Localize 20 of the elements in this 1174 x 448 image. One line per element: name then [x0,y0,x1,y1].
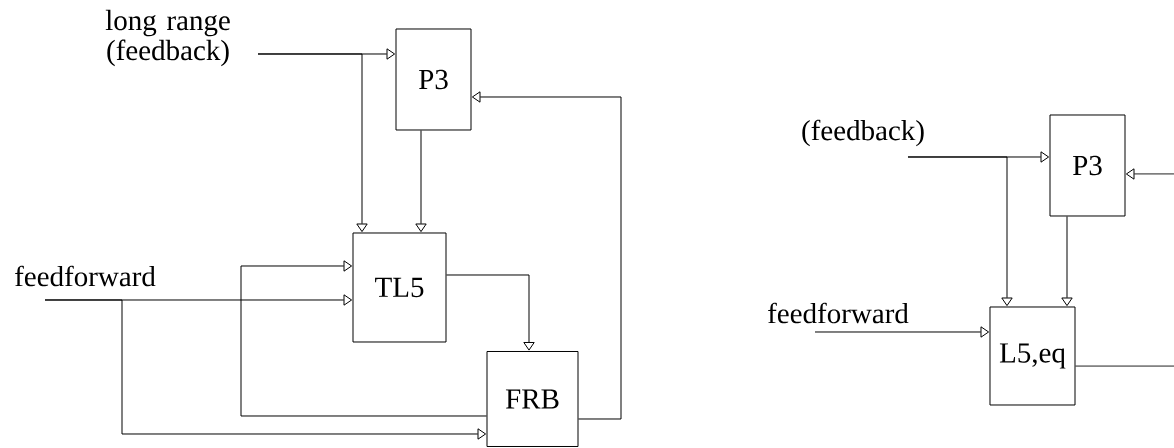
connector [907,156,1013,307]
block-box: FRB [486,351,579,447]
connector [257,53,368,233]
connector [1125,168,1174,180]
connector [1075,365,1174,367]
connector [814,326,990,338]
connector [446,274,535,351]
block-box: TL5 [352,232,447,343]
connector [240,260,487,417]
connector [415,130,427,233]
connector [471,91,622,420]
signal-label: long range (feedback) [105,9,230,67]
block-box: P3 [1049,114,1126,217]
connector [44,299,487,440]
connector [1061,216,1073,307]
signal-label: feedforward [768,302,909,324]
signal-label: (feedback) [802,119,924,147]
signal-label: feedforward [15,265,156,287]
block-box: P3 [395,28,472,131]
block-box: L5,eq [989,306,1076,406]
